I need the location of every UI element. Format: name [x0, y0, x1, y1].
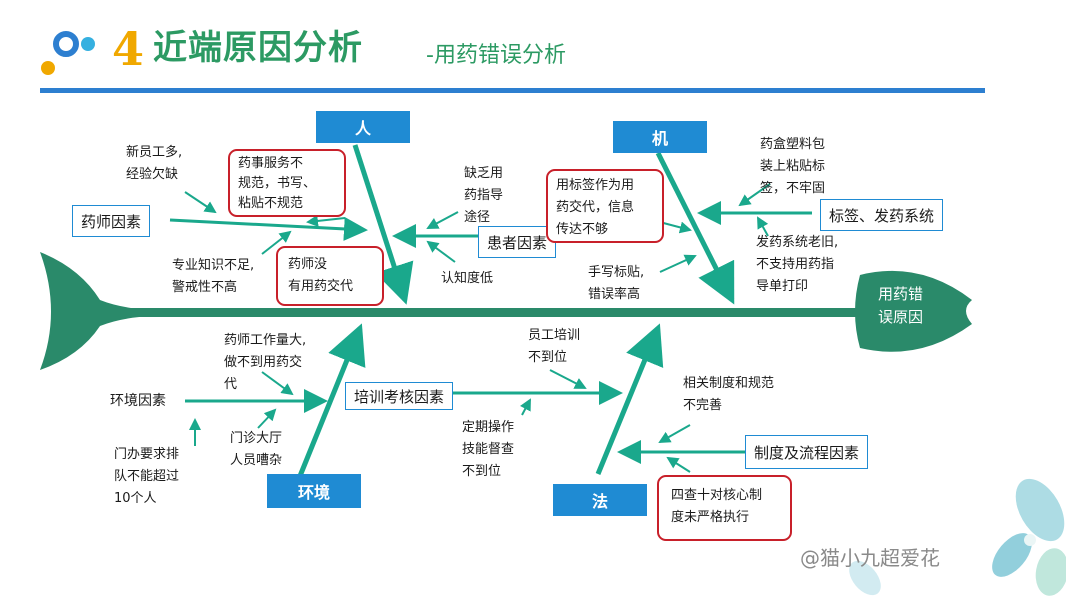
arrow-workload	[261, 371, 294, 396]
fish-tail	[40, 252, 150, 370]
arrow-rules	[658, 424, 691, 443]
category-environment: 环境	[267, 474, 361, 508]
category-person: 人	[316, 111, 410, 143]
note-awareness: 认知度低	[441, 271, 494, 286]
bone-person	[352, 144, 414, 305]
page-subtitle: -用药错误分析	[426, 43, 566, 68]
arrow-old-system	[757, 216, 769, 237]
factor-pharmacist: 药师因素	[72, 205, 151, 237]
bone-machine	[655, 151, 735, 305]
watermark: @猫小九超爱花	[800, 546, 940, 570]
factor-label-system: 标签、发药系统	[820, 199, 944, 231]
note-lack-guide: 缺乏用 药指导 途径	[464, 166, 504, 225]
bone-method	[595, 323, 664, 475]
arrow-knowledge	[261, 230, 292, 255]
arrow-staff-training	[549, 369, 587, 389]
note-queue: 门办要求排 队不能超过 10个人	[114, 447, 180, 506]
arrow-crowded	[257, 408, 277, 429]
note-handwrite: 手写标贴, 错误率高	[588, 265, 645, 302]
title-divider	[40, 88, 985, 93]
arrow-service	[306, 214, 346, 227]
arrow-lack-guide	[426, 211, 459, 229]
factor-patient: 患者因素	[478, 226, 557, 258]
note-regular-check: 定期操作 技能督查 不到位	[462, 420, 515, 479]
logo-dot-blue	[81, 37, 95, 51]
note-box-label: 药盒塑料包 装上粘贴标 签，不牢固	[760, 137, 826, 196]
arrow-regular-check	[520, 398, 531, 416]
highlight-four-checks: 四查十对核心制 度未严格执行	[657, 475, 792, 541]
factor-process: 制度及流程因素	[745, 435, 869, 469]
logo-dot-orange	[41, 61, 55, 75]
bone-environment	[297, 323, 366, 477]
arrow-awareness	[426, 240, 456, 263]
arrow-box-label	[738, 183, 771, 207]
fish-head	[855, 270, 972, 352]
category-machine: 机	[613, 121, 707, 153]
highlight-pharmacy-service: 药事服务不 规范，书写、 粘贴不规范	[228, 149, 346, 217]
factor-environment: 环境因素	[110, 393, 166, 409]
highlight-no-counsel: 药师没 有用药交代	[276, 246, 384, 306]
logo-ring-blue	[53, 31, 79, 57]
note-old-system: 发药系统老旧, 不支持用药指 导单打印	[756, 235, 839, 294]
factor-training: 培训考核因素	[345, 382, 454, 410]
fish-head-label: 用药错 误原因	[878, 285, 924, 326]
note-rules-incomplete: 相关制度和规范 不完善	[683, 376, 775, 413]
highlight-label-as-counsel: 用标签作为用 药交代，信息 传达不够	[546, 169, 664, 243]
note-knowledge: 专业知识不足, 警戒性不高	[172, 258, 255, 295]
title-number: 4	[112, 22, 145, 76]
note-crowded: 门诊大厅 人员嘈杂	[230, 431, 283, 468]
arrow-pharmacist	[169, 216, 368, 241]
arrow-handwrite	[659, 254, 697, 273]
category-method: 法	[553, 484, 647, 516]
note-workload: 药师工作量大, 做不到用药交 代	[224, 333, 307, 392]
arrow-new-staff	[184, 191, 217, 214]
page-title: 近端原因分析	[153, 28, 363, 68]
fish-spine	[120, 308, 880, 317]
note-staff-training: 员工培训 不到位	[528, 328, 581, 365]
arrow-four-checks	[666, 456, 691, 473]
decorative-flower-graphic	[849, 478, 1066, 596]
note-new-staff: 新员工多, 经验欠缺	[126, 145, 183, 182]
